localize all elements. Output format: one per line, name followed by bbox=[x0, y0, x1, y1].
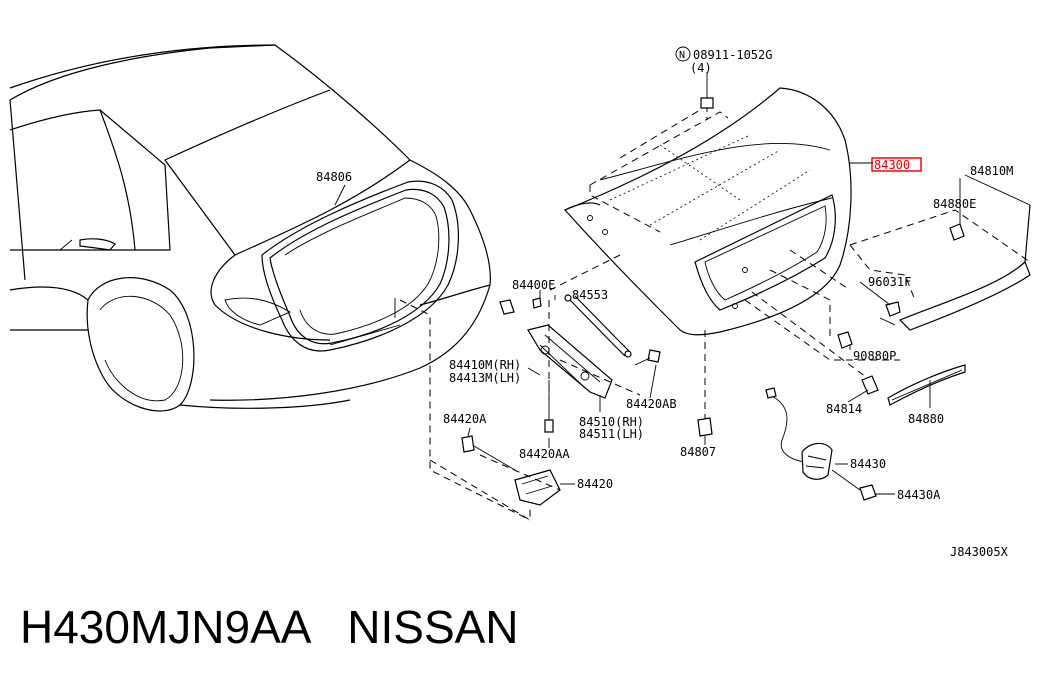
label-84553: 84553 bbox=[572, 288, 608, 302]
lock-84430 bbox=[765, 387, 877, 501]
fastener-08911: N 08911-1052G (4) bbox=[675, 46, 772, 75]
label-84410m: 84410M(RH) bbox=[449, 358, 521, 372]
label-84511: 84511(LH) bbox=[579, 427, 644, 441]
label-84807: 84807 bbox=[680, 445, 716, 459]
n-glyph: N bbox=[679, 50, 685, 61]
label-84814: 84814 bbox=[826, 402, 862, 416]
label-84413m: 84413M(LH) bbox=[449, 371, 521, 385]
label-84880e: 84880E bbox=[933, 197, 976, 211]
label-84400e: 84400E bbox=[512, 278, 555, 292]
label-84300: 84300 bbox=[874, 158, 910, 172]
lamp-84880 bbox=[837, 331, 966, 408]
finisher-84810m bbox=[849, 174, 1031, 331]
label-84430a: 84430A bbox=[897, 488, 941, 502]
label-84420ab: 84420AB bbox=[626, 397, 677, 411]
label-96031f: 96031F bbox=[868, 275, 911, 289]
label-84810m: 84810M bbox=[970, 164, 1013, 178]
label-84510: 84510(RH) bbox=[579, 415, 644, 429]
figure-code: J843005X bbox=[950, 545, 1009, 559]
label-84430: 84430 bbox=[850, 457, 886, 471]
label-08911: 08911-1052G bbox=[693, 48, 772, 62]
part-caption: H430MJN9AA NISSAN bbox=[20, 601, 519, 653]
trunk-lid-84300 bbox=[549, 87, 900, 420]
label-84420: 84420 bbox=[577, 477, 613, 491]
label-84880: 84880 bbox=[908, 412, 944, 426]
label-84806: 84806 bbox=[316, 170, 352, 184]
highlight-84300 bbox=[871, 157, 922, 172]
leader-lines bbox=[467, 72, 896, 495]
car-body-illustration bbox=[9, 44, 531, 521]
label-84420aa: 84420AA bbox=[519, 447, 570, 461]
hinge-assembly bbox=[429, 294, 661, 521]
n-circle-icon bbox=[675, 46, 691, 62]
bumper-84807 bbox=[697, 417, 713, 437]
label-08911-qty: (4) bbox=[690, 61, 712, 75]
label-90880p: 90880P bbox=[853, 349, 896, 363]
label-84420a: 84420A bbox=[443, 412, 487, 426]
